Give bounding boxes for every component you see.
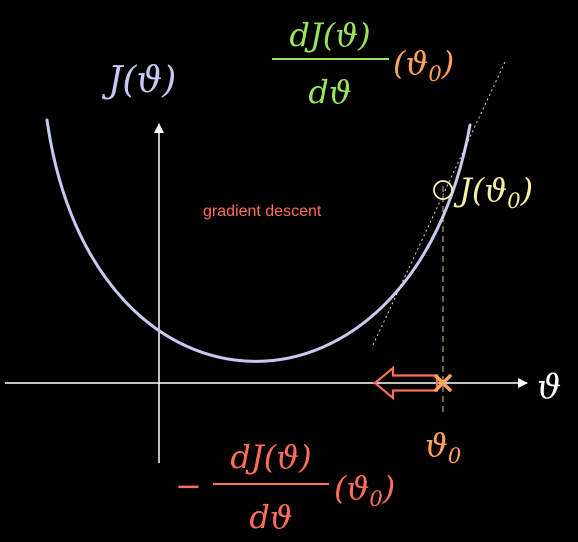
x-axis-label: ϑ	[537, 367, 561, 407]
negative-derivative-eval: (ϑ0)	[334, 469, 395, 511]
negative-gradient-label: − dJ(ϑ) dϑ (ϑ0)	[175, 438, 395, 536]
derivative-numerator: dJ(ϑ)	[289, 16, 370, 54]
gradient-descent-caption: gradient descent	[203, 203, 322, 220]
derivative-denominator: dϑ	[308, 73, 351, 111]
negative-gradient-arrow-icon	[373, 365, 439, 401]
negative-derivative-numerator: dJ(ϑ)	[230, 438, 311, 476]
derivative-label: dJ(ϑ) dϑ (ϑ0)	[272, 16, 454, 111]
minus-sign: −	[175, 467, 202, 505]
negative-derivative-denominator: dϑ	[249, 498, 292, 536]
theta0-label: ϑ0	[425, 426, 461, 468]
point-marker-icon	[433, 180, 453, 200]
derivative-eval: (ϑ0)	[393, 44, 454, 86]
tangent-line	[372, 61, 506, 346]
y-axis-label: J(ϑ)	[101, 60, 176, 101]
cost-curve	[45, 118, 472, 363]
point-value-label: J(ϑ0)	[453, 171, 533, 213]
theta0-x-marker-icon	[434, 374, 452, 392]
